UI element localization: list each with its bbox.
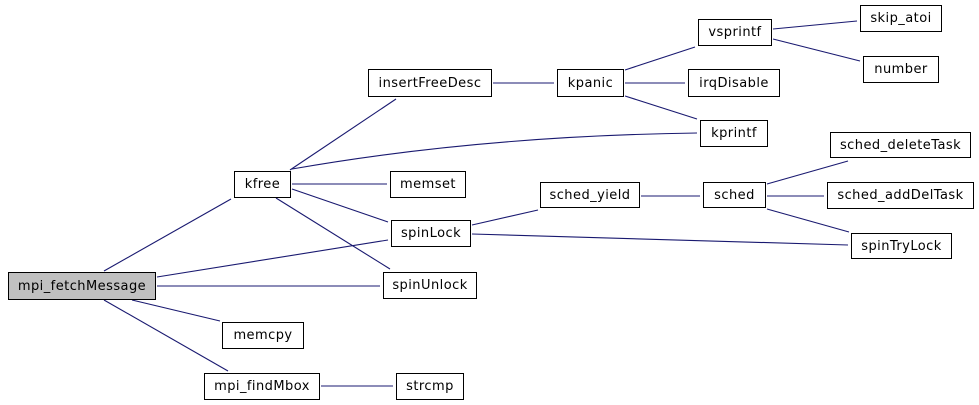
edge-sched-to-spinTryLock bbox=[766, 208, 850, 233]
edge-sched-to-sched_deleteTask bbox=[766, 160, 849, 185]
node-mpi_findMbox[interactable]: mpi_findMbox bbox=[204, 373, 320, 400]
node-spinLock[interactable]: spinLock bbox=[391, 220, 471, 247]
edge-mpi_fetchMessage-to-mpi_findMbox bbox=[103, 299, 229, 372]
node-spinTryLock[interactable]: spinTryLock bbox=[851, 233, 952, 259]
node-sched_addDelTask[interactable]: sched_addDelTask bbox=[827, 182, 974, 209]
node-strcmp[interactable]: strcmp bbox=[396, 373, 464, 400]
edge-kpanic-to-kprintf bbox=[624, 95, 698, 120]
edge-spinLock-to-spinTryLock bbox=[471, 233, 849, 246]
edge-kfree-to-insertFreeDesc bbox=[289, 98, 397, 171]
edge-mpi_fetchMessage-to-memcpy bbox=[131, 299, 221, 322]
node-mpi_fetchMessage: mpi_fetchMessage bbox=[8, 272, 156, 300]
node-kpanic[interactable]: kpanic bbox=[557, 69, 624, 97]
edge-kfree-to-spinLock bbox=[291, 188, 389, 223]
edge-mpi_fetchMessage-to-kfree bbox=[103, 198, 232, 272]
node-insertFreeDesc[interactable]: insertFreeDesc bbox=[368, 69, 492, 97]
node-kfree[interactable]: kfree bbox=[234, 171, 291, 198]
edge-kfree-to-kprintf bbox=[291, 132, 698, 170]
edge-vsprintf-to-skip_atoi bbox=[772, 20, 858, 30]
node-irqDisable[interactable]: irqDisable bbox=[688, 69, 780, 97]
edge-spinLock-to-sched_yield bbox=[471, 209, 539, 226]
node-skip_atoi[interactable]: skip_atoi bbox=[860, 5, 942, 32]
node-number[interactable]: number bbox=[863, 56, 939, 83]
node-memset[interactable]: memset bbox=[390, 171, 466, 198]
node-sched_yield[interactable]: sched_yield bbox=[540, 182, 640, 208]
edge-kpanic-to-vsprintf bbox=[624, 46, 696, 71]
node-spinUnlock[interactable]: spinUnlock bbox=[383, 272, 477, 299]
edge-vsprintf-to-number bbox=[772, 38, 861, 62]
node-memcpy[interactable]: memcpy bbox=[222, 322, 304, 349]
node-vsprintf[interactable]: vsprintf bbox=[698, 19, 772, 46]
edge-mpi_fetchMessage-to-spinLock bbox=[156, 239, 389, 278]
edge-kfree-to-spinUnlock bbox=[275, 197, 391, 270]
node-sched[interactable]: sched bbox=[703, 182, 766, 208]
node-sched_deleteTask[interactable]: sched_deleteTask bbox=[830, 132, 971, 158]
node-kprintf[interactable]: kprintf bbox=[700, 120, 768, 147]
